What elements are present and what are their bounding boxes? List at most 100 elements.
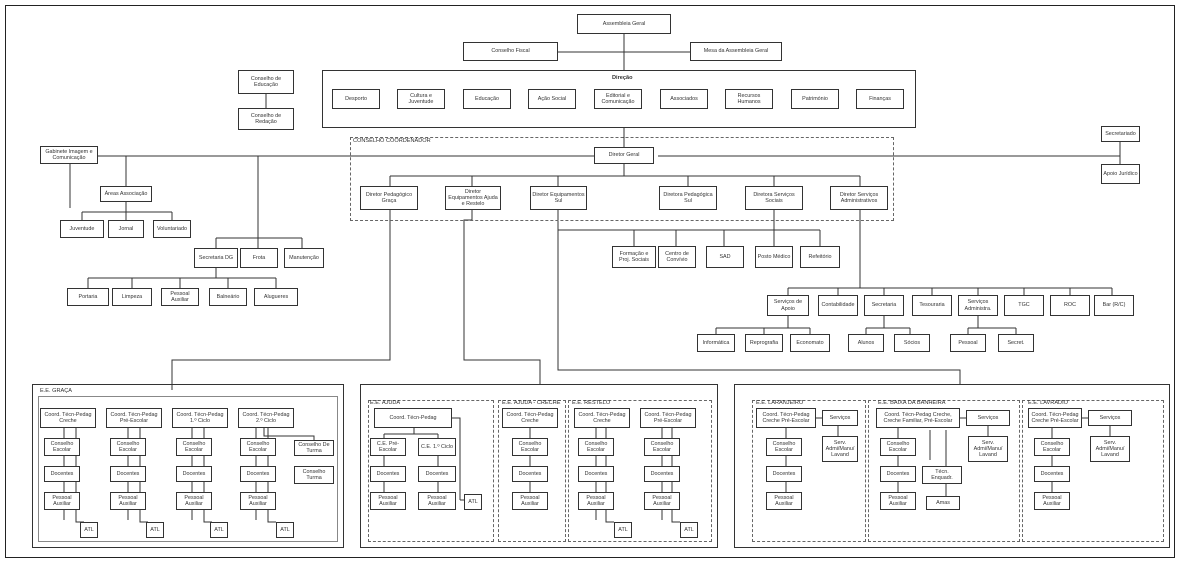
ajuda-pessoal-1: Pessoal Auxiliar bbox=[370, 492, 406, 510]
restelo-coord-pre-escolar: Coord. Técn-Pedag Pré-Escolar bbox=[640, 408, 696, 428]
assembleia-geral-box: Assembleia Geral bbox=[577, 14, 671, 34]
graca-conselho-1: Conselho Escolar bbox=[44, 438, 80, 456]
laranjeiro-pessoal: Pessoal Auxiliar bbox=[766, 492, 802, 510]
graca-conselho-2: Conselho Escolar bbox=[110, 438, 146, 456]
baixa-amas: Amas bbox=[926, 496, 960, 510]
ajuda-creche-pessoal: Pessoal Auxiliar bbox=[512, 492, 548, 510]
diagram-frame bbox=[5, 5, 1175, 558]
baixa-serv-admi: Serv. Admi/Manu/ Lavand bbox=[968, 436, 1008, 462]
laranjeiro-subpanel bbox=[752, 400, 866, 542]
adm-secret: Secret. bbox=[998, 334, 1034, 352]
admin-contabilidade: Contabilidade bbox=[818, 295, 858, 316]
secretaria-alunos: Alunos bbox=[848, 334, 884, 352]
diretor-servicos-administrativos: Diretor Serviços Administrativos bbox=[830, 186, 888, 210]
ajuda-creche-title: E.E. AJUDA - CRECHE bbox=[502, 400, 561, 406]
laranjeiro-docentes: Docentes bbox=[766, 466, 802, 482]
sec-item-pessoal-auxiliar: Pessoal Auxiliar bbox=[161, 288, 199, 306]
direcao-panel bbox=[322, 70, 916, 128]
gabinete-imagem-box: Gabinete Imagem e Comunicação bbox=[40, 146, 98, 164]
ajuda-creche-coord: Coord. Técn-Pedag Creche bbox=[502, 408, 558, 428]
graca-docentes-2: Docentes bbox=[110, 466, 146, 482]
diretor-equipamentos-sul: Diretor Equipamentos Sul bbox=[530, 186, 587, 210]
graca-atl-1: ATL bbox=[80, 522, 98, 538]
ajuda-creche-docentes: Docentes bbox=[512, 466, 548, 482]
admin-servicos-administrativos: Serviços Administra. bbox=[958, 295, 998, 316]
direcao-item-patrimonio: Património bbox=[791, 89, 839, 109]
restelo-subpanel bbox=[568, 400, 712, 542]
ajuda-creche-conselho: Conselho Escolar bbox=[512, 438, 548, 456]
graca-conselho-de-turma: Conselho De Turma bbox=[294, 440, 334, 456]
social-posto-medico: Posto Médico bbox=[755, 246, 793, 268]
social-sad: SAD bbox=[706, 246, 744, 268]
graca-coord-2-ciclo: Coord. Técn-Pedag 2.º Ciclo bbox=[238, 408, 294, 428]
graca-title: E.E. GRAÇA bbox=[40, 388, 73, 394]
social-refeitorio: Refeitório bbox=[800, 246, 840, 268]
graca-docentes-1: Docentes bbox=[44, 466, 80, 482]
direcao-item-editorial: Editorial e Comunicação bbox=[594, 89, 642, 109]
laranjeiro-servicos: Serviços bbox=[822, 410, 858, 426]
graca-atl-3: ATL bbox=[210, 522, 228, 538]
area-jornal: Jornal bbox=[108, 220, 144, 238]
lavradio-servicos: Serviços bbox=[1088, 410, 1132, 426]
conselho-coordenador-label: CONSELHO COORDENADOR bbox=[353, 138, 431, 144]
secretaria-socios: Sócios bbox=[894, 334, 930, 352]
graca-conselho-4: Conselho Escolar bbox=[240, 438, 276, 456]
restelo-title: E.E. RESTELO bbox=[572, 400, 611, 406]
laranjeiro-serv-admi: Serv. Admi/Manu/ Lavand bbox=[822, 436, 858, 462]
apoio-economato: Economato bbox=[790, 334, 830, 352]
baixa-tecn-enquadr: Técn. Enquadr. bbox=[922, 466, 962, 484]
frota-box: Frota bbox=[240, 248, 278, 268]
graca-panel bbox=[32, 384, 344, 548]
direcao-item-recursos-humanos: Recursos Humanos bbox=[725, 89, 773, 109]
laranjeiro-conselho: Conselho Escolar bbox=[766, 438, 802, 456]
admin-secretaria: Secretaria bbox=[864, 295, 904, 316]
restelo-docentes-2: Docentes bbox=[644, 466, 680, 482]
restelo-atl-2: ATL bbox=[680, 522, 698, 538]
baixa-docentes: Docentes bbox=[880, 466, 916, 482]
diretor-equipamentos-ajuda: Diretor Equipamentos Ajuda e Restelo bbox=[445, 186, 501, 210]
area-juventude: Juventude bbox=[60, 220, 104, 238]
direcao-item-desporto: Desporto bbox=[332, 89, 380, 109]
sec-item-balneario: Balneário bbox=[209, 288, 247, 306]
baixa-conselho: Conselho Escolar bbox=[880, 438, 916, 456]
admin-bar: Bar (R/C) bbox=[1094, 295, 1134, 316]
ajuda-subpanel bbox=[368, 400, 494, 542]
diretora-servicos-sociais: Diretora Serviços Sociais bbox=[745, 186, 803, 210]
graca-coord-creche: Coord. Técn-Pedag Creche bbox=[40, 408, 96, 428]
baixa-servicos: Serviços bbox=[966, 410, 1010, 426]
admin-servicos-apoio: Serviços de Apoio bbox=[767, 295, 809, 316]
restelo-pessoal-1: Pessoal Auxiliar bbox=[578, 492, 614, 510]
restelo-coord-creche: Coord. Técn-Pedag Creche bbox=[574, 408, 630, 428]
restelo-conselho-2: Conselho Escolar bbox=[644, 438, 680, 456]
restelo-conselho-1: Conselho Escolar bbox=[578, 438, 614, 456]
secretariado-box: Secretariado bbox=[1101, 126, 1140, 142]
conselho-coordenador-panel bbox=[350, 137, 894, 221]
apoio-juridico-box: Apoio Jurídico bbox=[1101, 164, 1140, 184]
baixa-banheira-subpanel bbox=[868, 400, 1020, 542]
baixa-pessoal: Pessoal Auxiliar bbox=[880, 492, 916, 510]
graca-conselho-3: Conselho Escolar bbox=[176, 438, 212, 456]
conselho-fiscal-box: Conselho Fiscal bbox=[463, 42, 558, 61]
social-centro-convivio: Centro de Convívio bbox=[658, 246, 696, 268]
graca-docentes-3: Docentes bbox=[176, 466, 212, 482]
conselho-redacao-box: Conselho de Redação bbox=[238, 108, 294, 130]
lavradio-conselho: Conselho Escolar bbox=[1034, 438, 1070, 456]
laranjeiro-title: E.E. LARANJEIRO bbox=[756, 400, 804, 406]
conselho-educacao-box: Conselho de Educação bbox=[238, 70, 294, 94]
sec-item-portaria: Portaria bbox=[67, 288, 109, 306]
apoio-informatica: Informática bbox=[697, 334, 735, 352]
direcao-item-associados: Associados bbox=[660, 89, 708, 109]
ajuda-ce-pre-escolar: C.E. Pré-Escolar bbox=[370, 438, 406, 456]
graca-pessoal-1: Pessoal Auxiliar bbox=[44, 492, 80, 510]
areas-associacao-box: Áreas Associação bbox=[100, 186, 152, 202]
ajuda-title: E.E. AJUDA bbox=[370, 400, 401, 406]
admin-tesouraria: Tesouraria bbox=[912, 295, 952, 316]
ajuda-docentes-1: Docentes bbox=[370, 466, 406, 482]
ajuda-pessoal-2: Pessoal Auxiliar bbox=[418, 492, 456, 510]
sec-item-limpeza: Limpeza bbox=[112, 288, 152, 306]
direcao-item-cultura: Cultura e Juventude bbox=[397, 89, 445, 109]
admin-roc: ROC bbox=[1050, 295, 1090, 316]
ajuda-atl: ATL bbox=[464, 494, 482, 510]
lavradio-serv-admi: Serv. Admi/Manu/ Lavand bbox=[1090, 436, 1130, 462]
ajuda-coord: Coord. Técn-Pedag bbox=[374, 408, 452, 428]
